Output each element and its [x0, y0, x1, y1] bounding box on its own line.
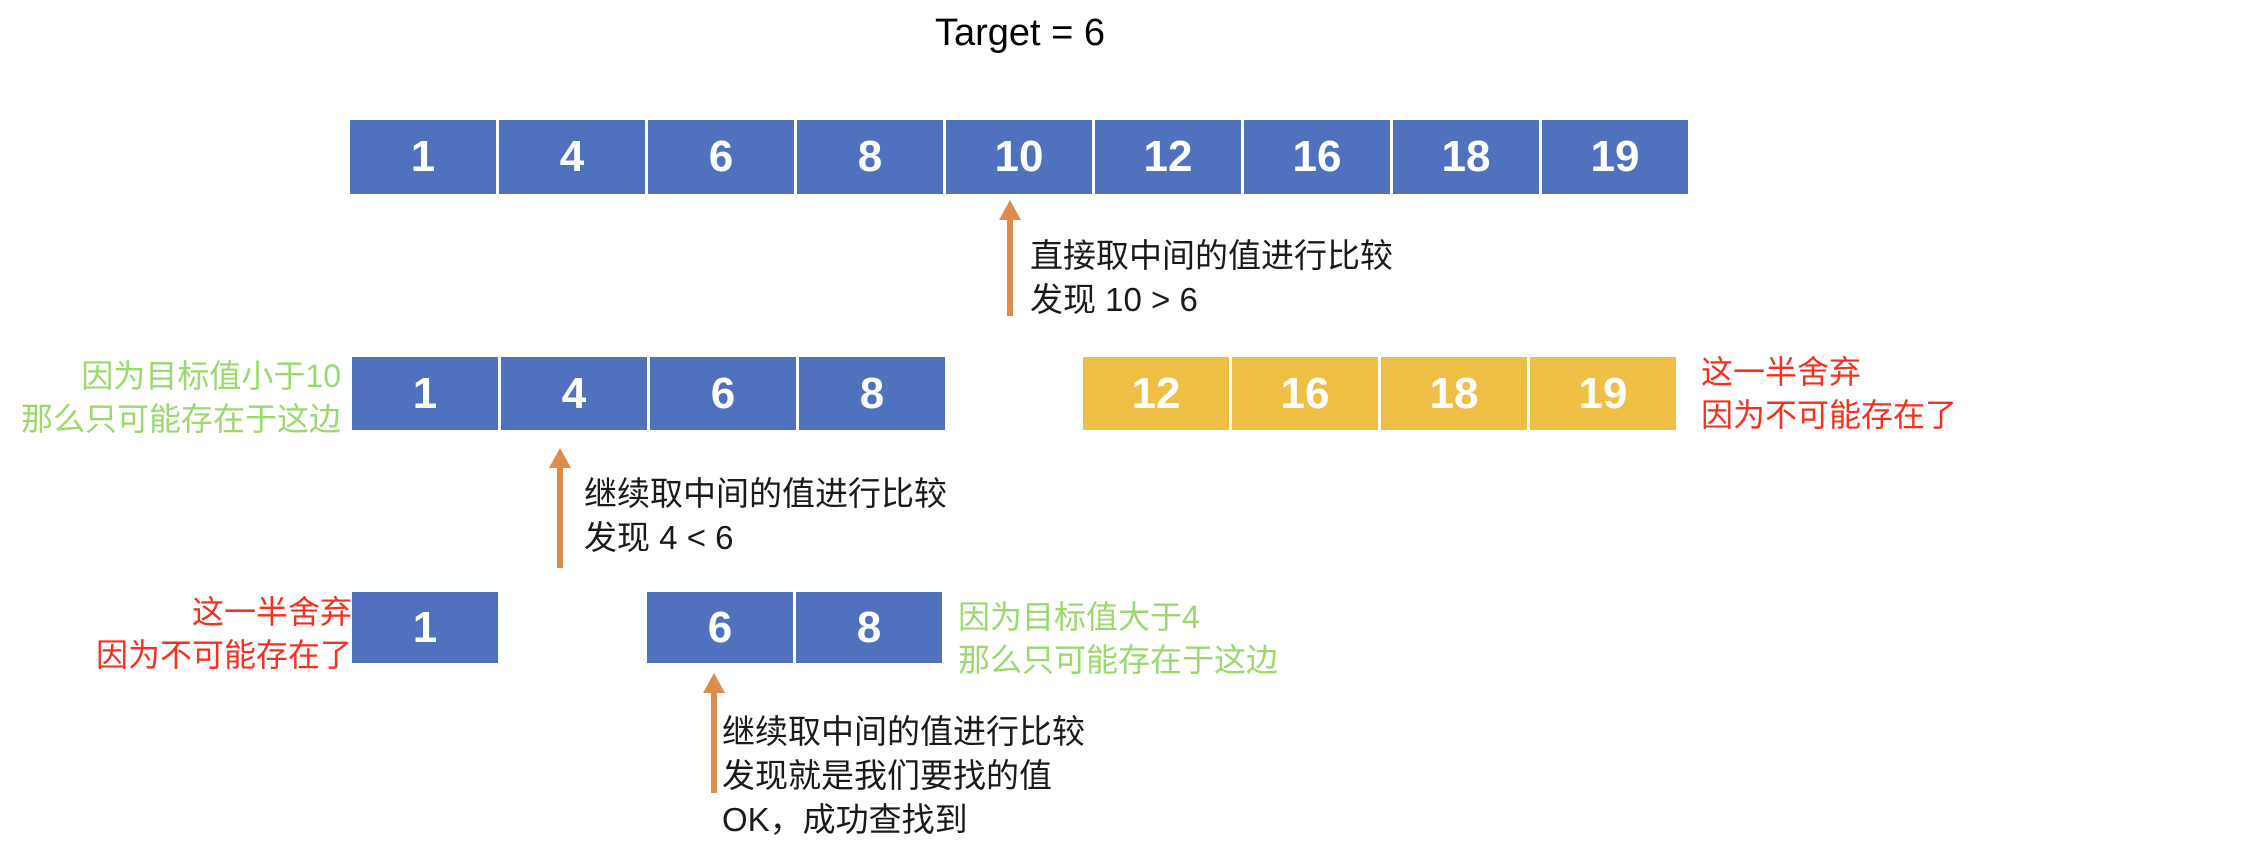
array-step2-kept: 1 4 6 8: [352, 357, 945, 430]
label-step2-keep-line1: 因为目标值小于10: [81, 358, 341, 394]
note-step2-line1: 继续取中间的值进行比较: [584, 475, 947, 512]
array-cell: 6: [647, 592, 793, 663]
array-cell: 8: [799, 357, 945, 430]
note-step1-line1: 直接取中间的值进行比较: [1030, 237, 1393, 274]
array-step2-discarded: 12 16 18 19: [1083, 357, 1676, 430]
label-step2-discard-line2: 因为不可能存在了: [1701, 397, 1958, 433]
arrow-step1-mid: [999, 200, 1021, 316]
note-step3-line3: OK，成功查找到: [722, 801, 968, 838]
array-cell: 18: [1381, 357, 1527, 430]
array-cell: 12: [1095, 120, 1241, 194]
array-cell: 10: [946, 120, 1092, 194]
arrow-shaft: [711, 693, 717, 793]
arrow-shaft: [1007, 220, 1013, 316]
array-cell: 4: [499, 120, 645, 194]
arrow-up-icon: [549, 448, 571, 468]
array-cell: 8: [796, 592, 942, 663]
note-step1-line2: 发现 10 > 6: [1030, 281, 1198, 318]
label-step3-keep: 因为目标值大于4 那么只可能存在于这边: [958, 596, 1278, 682]
note-step2-line2: 发现 4 < 6: [584, 519, 734, 556]
array-cell: 18: [1393, 120, 1539, 194]
label-step3-discard-line1: 这一半舍弃: [191, 594, 352, 630]
array-step3-kept: 6 8: [647, 592, 942, 663]
array-cell: 19: [1542, 120, 1688, 194]
array-cell: 1: [352, 592, 498, 663]
note-step3: 继续取中间的值进行比较 发现就是我们要找的值 OK，成功查找到: [722, 710, 1085, 842]
array-cell: 1: [350, 120, 496, 194]
label-step2-keep: 因为目标值小于10 那么只可能存在于这边: [21, 355, 341, 441]
label-step3-discard-line2: 因为不可能存在了: [95, 637, 352, 673]
arrow-step3-mid: [703, 673, 725, 793]
array-cell: 1: [352, 357, 498, 430]
label-step2-keep-line2: 那么只可能存在于这边: [20, 401, 341, 437]
array-cell: 19: [1530, 357, 1676, 430]
label-step3-keep-line1: 因为目标值大于4: [958, 599, 1200, 635]
note-step1: 直接取中间的值进行比较 发现 10 > 6: [1030, 234, 1393, 322]
arrow-step2-mid: [549, 448, 571, 568]
arrow-up-icon: [703, 673, 725, 693]
note-step2: 继续取中间的值进行比较 发现 4 < 6: [584, 472, 947, 560]
arrow-up-icon: [999, 200, 1021, 220]
array-cell: 8: [797, 120, 943, 194]
label-step2-discard-line1: 这一半舍弃: [1701, 354, 1862, 390]
note-step3-line1: 继续取中间的值进行比较: [722, 713, 1085, 750]
array-cell: 16: [1232, 357, 1378, 430]
label-step3-keep-line2: 那么只可能存在于这边: [958, 642, 1279, 678]
label-step3-discard: 这一半舍弃 因为不可能存在了: [96, 591, 352, 677]
array-cell: 6: [650, 357, 796, 430]
array-cell: 12: [1083, 357, 1229, 430]
label-step2-discard: 这一半舍弃 因为不可能存在了: [1701, 351, 1957, 437]
page-title: Target = 6: [934, 12, 1106, 54]
array-cell: 16: [1244, 120, 1390, 194]
array-step1: 1 4 6 8 10 12 16 18 19: [350, 120, 1688, 194]
array-step3-discarded: 1: [352, 592, 498, 663]
arrow-shaft: [557, 468, 563, 568]
array-cell: 4: [501, 357, 647, 430]
note-step3-line2: 发现就是我们要找的值: [722, 757, 1052, 794]
array-cell: 6: [648, 120, 794, 194]
